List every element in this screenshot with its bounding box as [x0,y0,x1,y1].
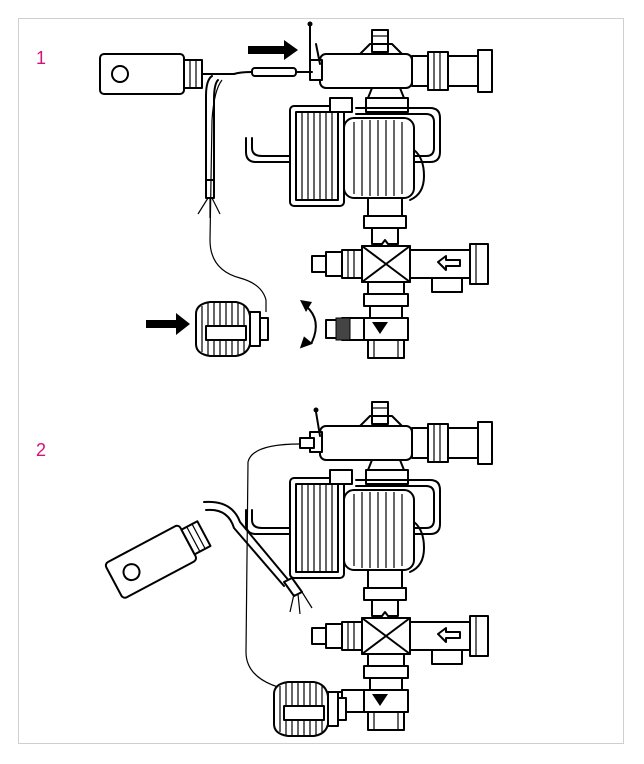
step-1-assembly [99,21,493,359]
step-2-assembly [104,401,493,737]
thermostatic-head-icon [195,301,269,357]
immersion-sensor [251,67,297,77]
sensor-box-icon [99,53,235,95]
sensor-box-icon-2 [104,520,212,599]
step-number-1: 1 [36,48,47,68]
rotate-arrow-icon [299,300,317,349]
push-arrow-icon [146,313,190,335]
thermostatic-head-icon-2 [273,681,347,737]
cable-wires [197,197,221,218]
insert-arrow-icon [248,40,298,60]
step-number-2: 2 [36,440,47,460]
valve-insert [335,317,351,341]
cable-wires-2 [289,591,313,615]
capillary-tube [209,79,267,312]
